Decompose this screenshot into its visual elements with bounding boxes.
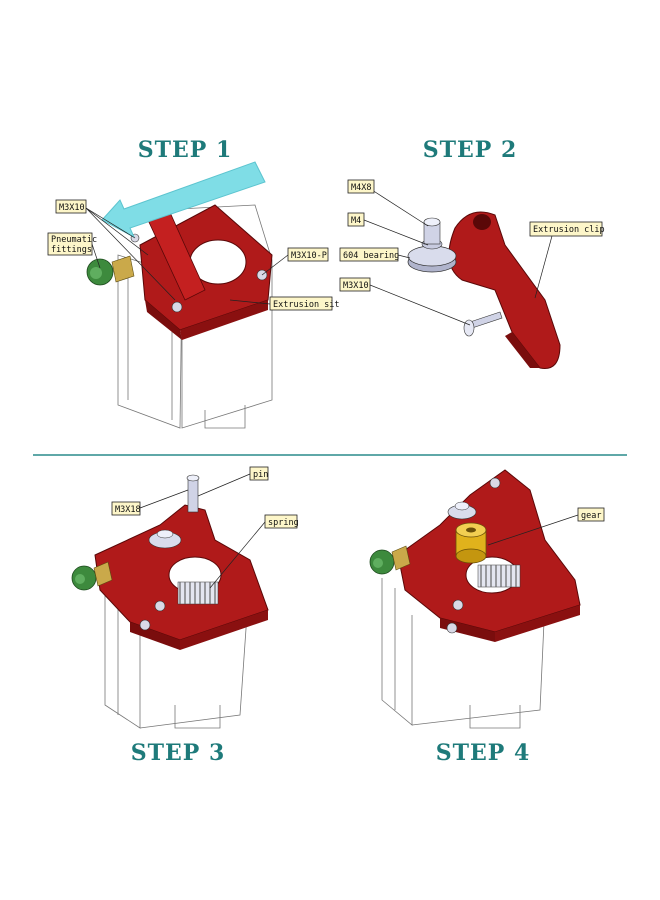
label-pneumatic-fittings: Pneumatic fittings — [47, 232, 97, 256]
svg-text:Extrusion clip: Extrusion clip — [533, 225, 605, 235]
screw-icon — [446, 622, 458, 634]
svg-text:fittings: fittings — [51, 245, 92, 255]
svg-text:gear: gear — [581, 511, 601, 521]
label-spring: spring — [264, 514, 299, 529]
step-4-motor-wireframe — [381, 578, 546, 729]
spring-icon — [477, 564, 521, 588]
svg-text:Extrusion sit: Extrusion sit — [273, 300, 340, 310]
label-m3x18: M3X18 — [111, 501, 141, 516]
label-m4: M4 — [347, 212, 365, 227]
label-m3x10: M3X10 — [55, 199, 87, 214]
label-m3x10-step2: M3X10 — [339, 277, 371, 292]
bearing-assembly-icon — [407, 217, 457, 273]
pneumatic-fitting-icon — [369, 545, 411, 575]
step-2-leaders — [363, 189, 553, 326]
label-extrusion-sit: Extrusion sit — [269, 296, 340, 311]
svg-text:604 bearing: 604 bearing — [343, 251, 399, 261]
step-4-panel: gear STEP 4 — [369, 469, 605, 766]
step-2-title: STEP 2 — [423, 137, 518, 163]
step-3-title: STEP 3 — [131, 740, 226, 766]
step-4-extruder-body — [397, 469, 581, 642]
step-2-panel: STEP 2 M4X8 — [339, 137, 605, 370]
gear-icon — [455, 522, 487, 564]
svg-text:spring: spring — [268, 518, 299, 528]
svg-text:M3X18: M3X18 — [115, 505, 141, 515]
spring-icon — [177, 581, 219, 605]
svg-text:M3X10: M3X10 — [59, 203, 85, 213]
svg-text:M3X10: M3X10 — [343, 281, 369, 291]
step-4-leader — [487, 514, 579, 546]
m3x10-screw-icon — [463, 311, 503, 337]
step-1-title: STEP 1 — [138, 137, 233, 163]
screw-icon — [171, 301, 183, 313]
label-m3x10-p: M3X10-P — [287, 247, 329, 262]
step-1-panel: STEP 1 — [47, 137, 340, 429]
screw-icon — [154, 600, 166, 612]
svg-text:Pneumatic: Pneumatic — [51, 235, 97, 245]
pin-screw-icon — [186, 474, 200, 513]
step-3-extruder-body — [94, 504, 269, 650]
screw-icon — [139, 619, 151, 631]
pneumatic-fitting-icon — [71, 561, 113, 591]
step-1-leaders — [85, 207, 289, 305]
label-604-bearing: 604 bearing — [339, 247, 399, 262]
step-3-panel: M3X18 pin spring STEP 3 — [71, 466, 299, 766]
svg-text:M4X8: M4X8 — [351, 183, 371, 193]
extrusion-clip-part — [448, 211, 561, 370]
label-m4x8: M4X8 — [347, 179, 375, 194]
svg-text:M4: M4 — [351, 216, 361, 226]
step-1-extruder-body — [130, 204, 273, 340]
insert-arrow-icon — [101, 161, 266, 239]
svg-text:M3X10-P: M3X10-P — [291, 251, 327, 261]
label-pin: pin — [249, 466, 269, 481]
pneumatic-fitting-icon — [86, 255, 135, 286]
label-gear: gear — [577, 507, 605, 522]
step-3-leaders — [139, 473, 266, 589]
screw-icon — [489, 477, 501, 489]
screw-icon — [452, 599, 464, 611]
svg-text:pin: pin — [253, 470, 268, 480]
label-extrusion-clip: Extrusion clip — [529, 221, 605, 237]
step-4-title: STEP 4 — [436, 740, 531, 766]
